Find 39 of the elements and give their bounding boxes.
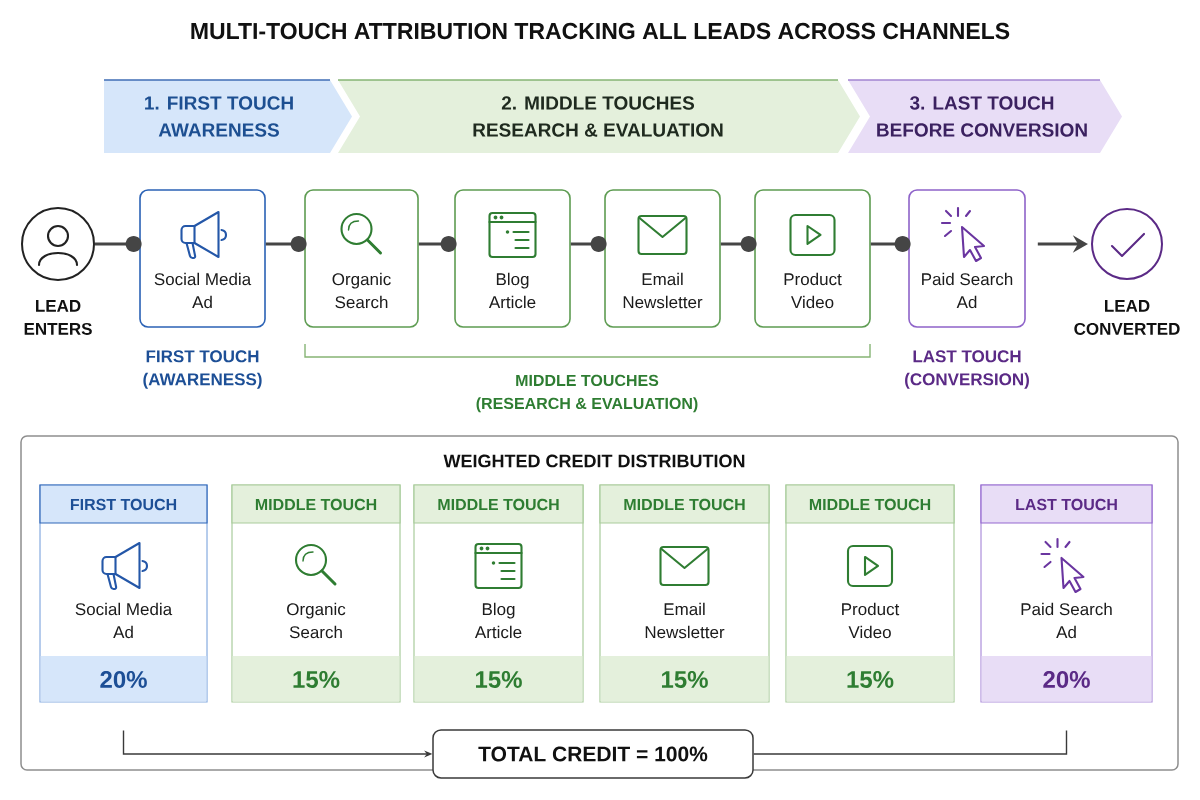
card-header: FIRST TOUCH: [39, 484, 208, 524]
touchpoint-box: Product Video: [754, 189, 871, 328]
touchpoint-box: Organic Search: [304, 189, 419, 328]
connector-line: [753, 729, 1068, 755]
stage-banner: 2. MIDDLE TOUCHES RESEARCH & EVALUATION: [337, 79, 860, 153]
channel-name: Blog Article: [474, 602, 522, 639]
node-caption: LAST TOUCH (CONVERSION): [905, 350, 1029, 389]
bracket-caption: MIDDLE TOUCHES (RESEARCH & EVALUATION): [476, 374, 698, 413]
node-caption: LEAD CONVERTED: [1074, 300, 1180, 335]
title: MULTI-TOUCH ATTRIBUTION TRACKING ALL LEADS ACROSS CHANNELS: [191, 22, 1010, 40]
channel-name: Social Media Ad: [75, 602, 173, 639]
card-header: LAST TOUCH: [980, 484, 1153, 524]
credit-percentage: 20%: [40, 656, 207, 702]
credit-percentage: 15%: [414, 656, 583, 702]
channel-name: Paid Search Ad: [1021, 602, 1112, 639]
connector: [265, 236, 307, 252]
card-header: MIDDLE TOUCH: [231, 484, 401, 524]
channel-name: Organic Search: [287, 602, 346, 639]
connector: [95, 236, 142, 252]
card-header: MIDDLE TOUCH: [599, 484, 770, 524]
touchpoint-box: Email Newsletter: [604, 189, 721, 328]
total-box: TOTAL CREDIT = 100%: [432, 729, 754, 779]
connector: [870, 236, 911, 252]
channel-name: Email Newsletter: [645, 602, 725, 639]
panel-heading: WEIGHTED CREDIT DISTRIBUTION: [443, 454, 745, 468]
credit-percentage: 15%: [786, 656, 954, 702]
stage-banner: 1. FIRST TOUCH AWARENESS: [103, 79, 352, 153]
node-caption: FIRST TOUCH (AWARENESS): [143, 350, 262, 389]
credit-percentage: 20%: [981, 656, 1152, 702]
channel-name: Product Video: [842, 602, 900, 639]
node-caption: LEAD ENTERS: [24, 300, 92, 335]
touchpoint-box: Paid Search Ad: [908, 189, 1026, 328]
card-header: MIDDLE TOUCH: [413, 484, 584, 524]
touchpoint-box: Social Media Ad: [139, 189, 266, 328]
card-header: MIDDLE TOUCH: [785, 484, 955, 524]
credit-percentage: 15%: [232, 656, 400, 702]
stage-banner: 3. LAST TOUCH BEFORE CONVERSION: [847, 79, 1122, 153]
touchpoint-box: Blog Article: [454, 189, 571, 328]
credit-percentage: 15%: [600, 656, 769, 702]
